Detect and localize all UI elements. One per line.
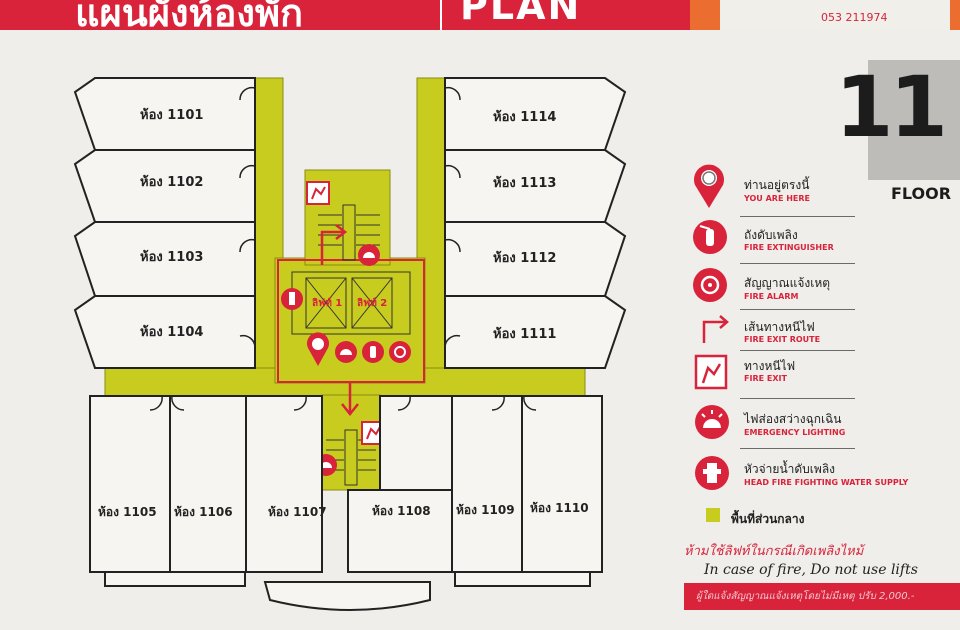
room-label-1104: ห้อง 1104 xyxy=(140,324,203,340)
no-lift-warning-english: In case of fire, Do not use lifts xyxy=(704,562,918,578)
lift-2-label: ลิฟท์ 2 xyxy=(357,297,387,309)
legend-fire-exit-en: FIRE EXIT xyxy=(744,374,787,383)
room-1108 xyxy=(347,489,453,573)
fire-exit-sign-icon xyxy=(694,354,728,390)
banner-title-thai: แผนผังห้องพัก xyxy=(75,0,304,35)
room-label-1113: ห้อง 1113 xyxy=(493,175,556,191)
exit-route-arrows xyxy=(320,224,359,417)
room-label-1105: ห้อง 1105 xyxy=(98,505,157,519)
legend-divider xyxy=(740,216,855,217)
banner-phone-area xyxy=(720,0,950,30)
you-are-here-pin-icon xyxy=(307,332,329,366)
legend-emergency-light-en: EMERGENCY LIGHTING xyxy=(744,428,846,437)
legend-divider xyxy=(740,398,855,399)
common-area-swatch xyxy=(706,508,720,522)
legend-you-are-here-th: ท่านอยู่ตรงนี้ xyxy=(744,178,810,192)
room-1109 xyxy=(451,395,523,573)
floor-label: FLOOR xyxy=(891,184,952,203)
you-are-here-pin-icon xyxy=(693,164,725,208)
room-1110 xyxy=(521,395,603,573)
header-banner: แผนผังห้องพัก PLAN 053 211974 xyxy=(0,0,960,35)
fire-alarm-icon xyxy=(389,341,411,363)
room-label-1107: ห้อง 1107 xyxy=(268,505,327,519)
balcony-center xyxy=(263,581,431,611)
legend-hydrant-th: หัวจ่ายน้ำดับเพลิง xyxy=(744,462,836,476)
fire-exit-sign-icon xyxy=(361,421,385,445)
legend-you-are-here-en: YOU ARE HERE xyxy=(744,194,810,203)
room-label-1114: ห้อง 1114 xyxy=(493,109,556,125)
room-label-1112: ห้อง 1112 xyxy=(493,250,556,266)
legend-exit-route-th: เส้นทางหนีไฟ xyxy=(744,320,815,334)
room-1107 xyxy=(245,395,323,573)
lift-1-label: ลิฟท์ 1 xyxy=(312,297,342,309)
banner-title-en: PLAN xyxy=(460,0,582,28)
banner-red-band xyxy=(0,0,720,30)
fire-extinguisher-icon xyxy=(693,220,727,254)
legend-extinguisher-en: FIRE EXTINGUISHER xyxy=(744,243,834,252)
legend-divider xyxy=(740,309,855,310)
legend-fire-exit-th: ทางหนีไฟ xyxy=(744,359,796,373)
emergency-light-icon xyxy=(358,244,380,266)
room-label-1103: ห้อง 1103 xyxy=(140,249,203,265)
fire-alarm-icon xyxy=(693,268,727,302)
no-lift-warning-thai: ห้ามใช้ลิฟท์ในกรณีเกิดเพลิงไหม้ xyxy=(684,544,864,559)
legend-divider xyxy=(740,448,855,449)
fine-print-text: ผู้ใดแจ้งสัญญาณแจ้งเหตุโดยไม่มีเหตุ ปรับ… xyxy=(696,591,915,602)
room-label-1108: ห้อง 1108 xyxy=(372,504,431,518)
room-1113 xyxy=(444,149,627,223)
fire-exit-sign-icon xyxy=(306,181,330,205)
fine-print-strip: ผู้ใดแจ้งสัญญาณแจ้งเหตุโดยไม่มีเหตุ ปรับ… xyxy=(684,583,960,610)
legend-exit-route-en: FIRE EXIT ROUTE xyxy=(744,335,821,344)
balcony-left xyxy=(104,571,246,587)
floor-number: 11 xyxy=(835,58,948,156)
fire-extinguisher-icon xyxy=(362,341,384,363)
balcony-right xyxy=(454,571,591,587)
door-swings xyxy=(149,86,537,411)
banner-phone: 053 211974 xyxy=(821,11,888,24)
room-label-1102: ห้อง 1102 xyxy=(140,174,203,190)
room-1111 xyxy=(444,295,627,369)
room-1114 xyxy=(444,77,627,151)
legend-extinguisher-th: ถังดับเพลิง xyxy=(744,228,798,242)
room-label-1109: ห้อง 1109 xyxy=(456,503,515,517)
banner-divider xyxy=(440,0,442,30)
room-1104 xyxy=(73,295,256,369)
legend-alarm-th: สัญญาณแจ้งเหตุ xyxy=(744,276,831,290)
fire-hydrant-icon xyxy=(695,456,729,490)
legend-emergency-light-th: ไฟส่องสว่างฉุกเฉิน xyxy=(744,412,842,426)
legend-divider xyxy=(740,263,855,264)
room-1112 xyxy=(444,221,627,297)
room-label-1110: ห้อง 1110 xyxy=(530,501,589,515)
legend-hydrant-en: HEAD FIRE FIGHTING WATER SUPPLY xyxy=(744,478,909,487)
room-label-1101: ห้อง 1101 xyxy=(140,107,203,123)
legend-alarm-en: FIRE ALARM xyxy=(744,292,799,301)
fire-hydrant-icon xyxy=(281,288,303,310)
legend-divider xyxy=(740,350,855,351)
room-1106 xyxy=(169,395,247,573)
emergency-light-icon xyxy=(335,341,357,363)
emergency-light-icon xyxy=(695,405,729,439)
floor-number-shadow xyxy=(868,60,960,180)
legend-common-area-label: พื้นที่ส่วนกลาง xyxy=(731,512,805,526)
room-label-1111: ห้อง 1111 xyxy=(493,326,556,342)
exit-route-arrow-icon xyxy=(702,315,729,343)
lift-shafts xyxy=(291,271,411,335)
room-label-1106: ห้อง 1106 xyxy=(174,505,233,519)
room-1105 xyxy=(89,395,171,573)
